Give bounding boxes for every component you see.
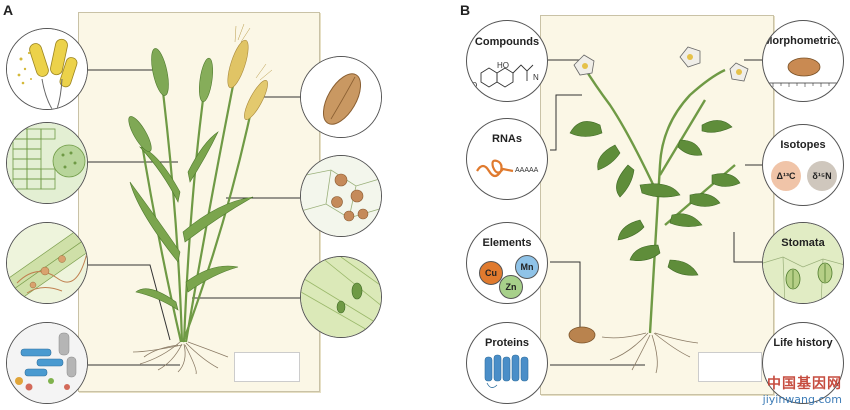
wheat-roots [132,341,229,375]
rna-polya-tail: AAAAA [515,167,539,174]
callout-life-history-title: Life history [773,337,833,349]
element-mn: Mn [515,255,539,279]
potato-roots [601,332,699,374]
potato-flowers [573,46,749,82]
callout-starch-granules [300,155,382,237]
callout-rnas: RNAs AAAAA [466,118,548,200]
wheat-stems [138,59,256,343]
wheat-spikes [128,39,268,152]
panel-label-b: B [460,2,471,18]
potato-plant-illustration [568,46,749,374]
callout-elements: Elements Cu Mn Zn [466,222,548,304]
panel-label-a: A [3,2,14,18]
callout-elements-title: Elements [482,237,532,249]
callout-rnas-title: RNAs [492,133,522,145]
callout-proteins: Proteins [466,322,548,404]
callout-pollen-anthers [6,28,88,110]
callout-aphids-on-leaf [300,256,382,338]
isotope-nitrogen: δ¹⁵N [807,161,837,191]
callout-proteins-title: Proteins [484,337,529,349]
potato-tuber [568,326,596,344]
potato-leaves [569,120,741,276]
compound-label-o: O [471,81,478,90]
herbarium-label-card-potato [698,352,762,382]
wheat-plant-illustration [128,23,273,375]
wheat-leaves [129,131,254,311]
callout-soil-microbes [6,322,88,404]
callout-stomata: Stomata [762,222,844,304]
callout-morphometrics: Morphometrics [762,20,844,102]
callout-life-history: Life history [762,322,844,404]
watermark-url: jiyinwang.com [762,393,842,406]
callout-root-cells-fungi [6,222,88,304]
callout-morphometrics-title: Morphometrics [763,35,843,47]
watermark-site-name: 中国基因网 [767,376,842,392]
element-cu: Cu [479,261,503,285]
compound-label-ho: HO [497,61,509,70]
watermark: 中国基因网 jiyinwang.com [763,373,842,406]
callout-leaf-tissue-cells [6,122,88,204]
callout-isotopes: Isotopes Δ¹³C δ¹⁵N [762,124,844,206]
callout-compounds: Compounds HO N O [466,20,548,102]
wheat-awns [234,23,273,81]
callout-isotopes-title: Isotopes [780,139,826,151]
callout-stomata-title: Stomata [781,237,825,249]
element-zn: Zn [499,275,523,299]
herbarium-label-card-wheat [234,352,300,382]
callout-wheat-grain [300,56,382,138]
callout-compounds-title: Compounds [474,36,540,48]
compound-label-n: N [533,73,539,82]
isotope-carbon: Δ¹³C [771,161,801,191]
